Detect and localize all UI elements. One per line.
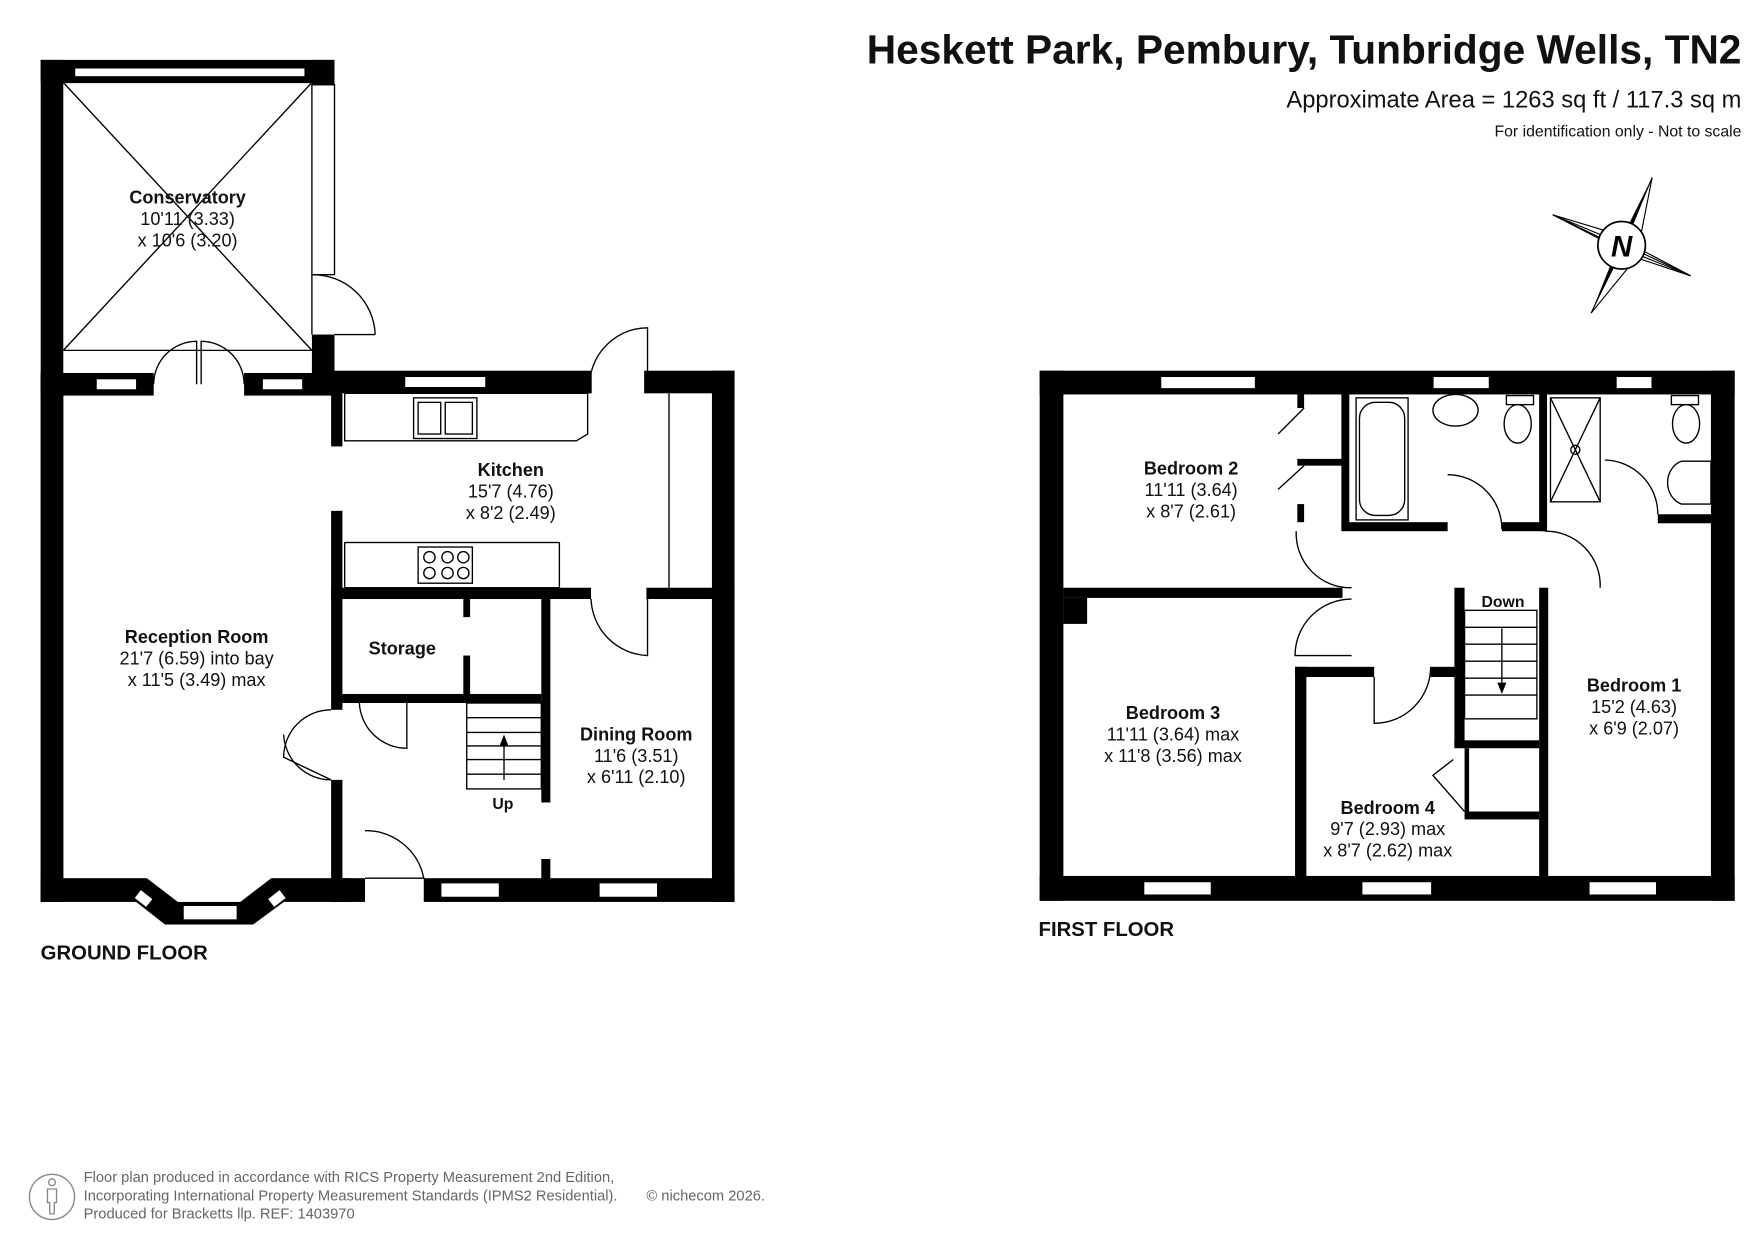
conservatory-name: Conservatory (129, 187, 246, 207)
bedroom4-name: Bedroom 4 (1341, 798, 1435, 818)
bedroom2-name: Bedroom 2 (1144, 459, 1238, 479)
bedroom3-dim2: x 11'8 (3.56) max (1104, 746, 1242, 766)
dining-dim2: x 6'11 (2.10) (587, 767, 686, 787)
dining-name: Dining Room (580, 724, 692, 744)
bedroom4-dim2: x 8'7 (2.62) max (1323, 841, 1452, 861)
bedroom2-dim1: 11'11 (3.64) (1144, 480, 1237, 500)
kitchen-dim2: x 8'2 (2.49) (466, 503, 556, 523)
approximate-area: Approximate Area = 1263 sq ft / 117.3 sq… (1286, 87, 1741, 113)
footer-line1: Floor plan produced in accordance with R… (84, 1170, 615, 1186)
reception-dim1: 21'7 (6.59) into bay (120, 649, 274, 669)
stairs-up-label: Up (492, 796, 513, 813)
compass-letter: N (1611, 231, 1633, 264)
first-floor-label: FIRST FLOOR (1039, 919, 1175, 941)
footer-copyright: © nichecom 2026. (646, 1188, 765, 1204)
reception-name: Reception Room (125, 627, 269, 647)
bedroom1-name: Bedroom 1 (1587, 676, 1681, 696)
bedroom3-name: Bedroom 3 (1126, 703, 1220, 723)
conservatory-dim2: x 10'6 (3.20) (138, 230, 238, 250)
conservatory-dim1: 10'11 (3.33) (140, 209, 235, 229)
footer: Floor plan produced in accordance with R… (28, 1170, 765, 1222)
first-floor-plan: Down Bedroom 2 11'11 (3.64) x 8'7 (2.61)… (1039, 370, 1735, 941)
bedroom2-dim2: x 8'7 (2.61) (1146, 502, 1236, 522)
north-arrow-icon: N (1552, 177, 1691, 314)
stairs-down-label: Down (1481, 594, 1524, 611)
footer-line2: Incorporating International Property Mea… (84, 1188, 618, 1204)
bedroom1-dim2: x 6'9 (2.07) (1589, 719, 1679, 739)
person-icon (28, 1173, 76, 1221)
bedroom4-dim1: 9'7 (2.93) max (1330, 819, 1445, 839)
bedroom3-dim1: 11'11 (3.64) max (1107, 724, 1239, 744)
kitchen-name: Kitchen (478, 460, 544, 480)
reception-dim2: x 11'5 (3.49) max (128, 670, 266, 690)
dining-dim1: 11'6 (3.51) (594, 746, 679, 766)
footer-line3: Produced for Bracketts llp. REF: 1403970 (84, 1206, 355, 1222)
property-title: Heskett Park, Pembury, Tunbridge Wells, … (867, 26, 1742, 72)
scale-note: For identification only - Not to scale (1494, 124, 1741, 141)
storage-name: Storage (369, 638, 436, 658)
ground-floor-label: GROUND FLOOR (41, 943, 208, 965)
bedroom1-dim1: 15'2 (4.63) (1591, 697, 1677, 717)
kitchen-dim1: 15'7 (4.76) (468, 481, 554, 501)
ground-floor-plan: Up Conservatory 10'11 (3.33) x 10'6 (3.2… (40, 59, 735, 965)
